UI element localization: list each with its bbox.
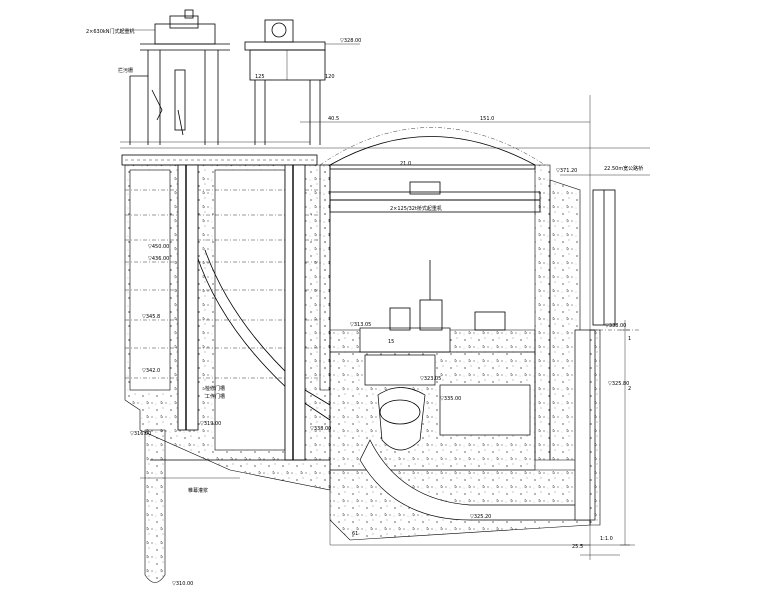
- cutoff-pile: ▽310.00 ▽316.00 帷幕灌浆: [130, 429, 240, 587]
- crane-left-label: 2×630kN门式起重机: [86, 28, 135, 35]
- tailrace-structure: ▽371.20 22.50m宽公路桥 ▽338.00 ▽325.80: [549, 165, 650, 526]
- num-f-label: 61: [352, 531, 358, 537]
- elevation-unit: ▽323.05: [420, 376, 441, 382]
- elevation-draft: ▽325.20: [470, 514, 491, 520]
- dim-top-label: 151.0: [480, 116, 494, 122]
- scale-2-label: 1:1.0: [600, 536, 613, 542]
- elevation-r1: ▽338.00: [605, 323, 626, 329]
- crane-rail-label: 2×125/32t桥式起重机: [390, 205, 442, 212]
- gate-slots: 检修门槽 工作门槽 ▽319.00 ▽338.00: [177, 164, 331, 461]
- elevation-4: ▽342.0: [142, 368, 160, 374]
- crane-left-sub-label: 拦污栅: [118, 67, 133, 74]
- foundation-line: [150, 459, 590, 546]
- num-a-label: 1: [628, 336, 631, 342]
- gate-hoist-tower: ▽328.00 125 120: [244, 19, 361, 145]
- elevation-road: 22.50m宽公路桥: [604, 165, 643, 172]
- elevation-bottom2: ▽319.00: [200, 421, 221, 427]
- elevation-2: ▽436.00: [148, 256, 169, 262]
- num-e-label: 15: [388, 339, 394, 345]
- elevation-foot: ▽310.00: [172, 581, 193, 587]
- dim-small-label: 40.5: [328, 116, 339, 122]
- turbine-unit: ▽323.05 ▽335.00: [329, 351, 536, 471]
- elevation-1: ▽450.00: [148, 244, 169, 250]
- elevation-mid: ▽338.00: [310, 426, 331, 432]
- elevation-bottom: ▽316.00: [130, 431, 151, 437]
- powerhouse-walls: [319, 164, 551, 461]
- elevation-3: ▽345.8: [142, 314, 160, 320]
- num-b-label: 2: [628, 386, 631, 392]
- num-c-label: 125: [255, 74, 265, 80]
- elevation-r2: ▽325.80: [608, 381, 629, 387]
- intake-gantry-crane: 2×630kN门式起重机 拦污栅: [86, 9, 230, 145]
- elevation-bridge: ▽371.20: [556, 168, 577, 174]
- intake-dam-body: [124, 164, 331, 491]
- powerhouse-roof-arch: 21.0 151.0 40.5: [319, 116, 546, 167]
- left-note-label: 帷幕灌浆: [188, 487, 208, 494]
- scale-1-label: 25.5: [572, 544, 583, 550]
- generator-floor: ▽313.05 15: [329, 260, 536, 353]
- bridge-crane: 2×125/32t桥式起重机: [329, 181, 541, 213]
- num-d-label: 120: [325, 74, 335, 80]
- intake-deck: [121, 154, 318, 166]
- gate-note2-label: 工作门槽: [205, 393, 225, 400]
- elevation-tail: ▽335.00: [440, 396, 461, 402]
- dim-span-label: 21.0: [400, 161, 411, 167]
- gate-note-label: 检修门槽: [205, 385, 225, 392]
- elevation-gen: ▽313.05: [350, 322, 371, 328]
- elevation-top-right: ▽328.00: [340, 38, 361, 44]
